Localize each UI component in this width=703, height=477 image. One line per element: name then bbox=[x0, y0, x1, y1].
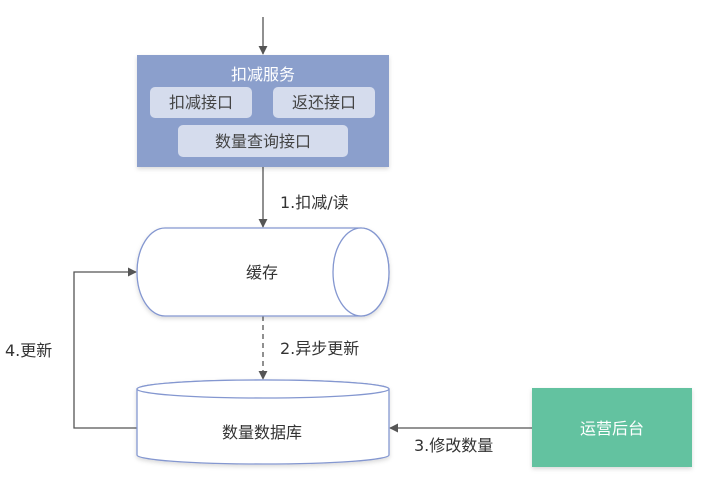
interface-query-label: 数量查询接口 bbox=[215, 132, 311, 151]
interface-return[interactable]: 返还接口 bbox=[273, 87, 375, 118]
interface-return-label: 返还接口 bbox=[292, 93, 356, 112]
service-title: 扣减服务 bbox=[231, 65, 295, 84]
database-cylinder bbox=[136, 379, 390, 465]
cache-label: 缓存 bbox=[246, 263, 278, 282]
edge-label-modify-quantity: 3.修改数量 bbox=[414, 436, 493, 455]
edge-label-deduct-read: 1.扣减/读 bbox=[280, 193, 349, 212]
edge-label-update: 4.更新 bbox=[5, 341, 52, 360]
admin-label: 运营后台 bbox=[580, 419, 644, 438]
admin-backend bbox=[532, 388, 692, 467]
interface-deduct[interactable]: 扣减接口 bbox=[150, 87, 252, 118]
interface-deduct-label: 扣减接口 bbox=[169, 93, 233, 112]
edge-label-async-update: 2.异步更新 bbox=[280, 339, 359, 358]
cache-cylinder bbox=[136, 227, 390, 317]
database-label: 数量数据库 bbox=[222, 423, 302, 442]
interface-query[interactable]: 数量查询接口 bbox=[178, 125, 348, 157]
edge-update bbox=[73, 267, 137, 429]
